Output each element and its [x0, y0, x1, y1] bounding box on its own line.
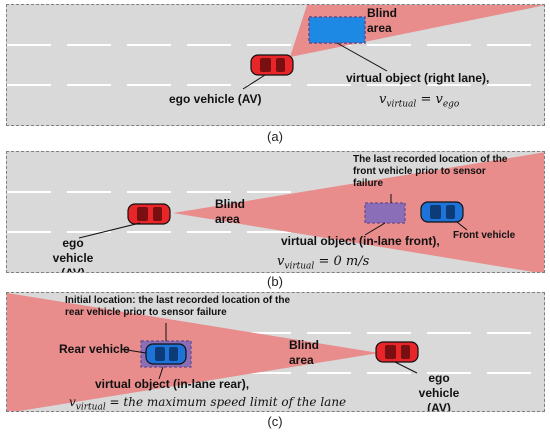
ego-vehicle-label: ego vehicle (AV)	[418, 371, 460, 412]
blind-area-cone	[173, 152, 544, 272]
equation-lhs-sub: virtual	[386, 99, 417, 110]
virtual-pointer-line	[364, 222, 386, 236]
sensor-failure-note: Initial location: the last recorded loca…	[65, 295, 291, 318]
rear-vehicle-label: Rear vehicle	[59, 342, 130, 356]
equation: vvirtual = 0 m/s	[277, 254, 369, 272]
virtual-object-right-lane	[308, 16, 366, 44]
caption-c: (c)	[267, 414, 283, 429]
sensor-failure-note: The last recorded location of the front …	[353, 154, 508, 189]
ego-pointer-line	[242, 74, 266, 90]
equation: vvirtual = the maximum speed limit of th…	[69, 395, 347, 412]
equation-lhs-sub: virtual	[75, 402, 106, 412]
ego-pointer-line	[394, 361, 418, 374]
ego-vehicle-car	[127, 203, 171, 225]
virtual-object-in-lane-front	[364, 202, 406, 224]
ego-vehicle-car	[375, 341, 419, 363]
equation-lhs: v	[277, 254, 285, 269]
equation-rhs: = v	[420, 92, 443, 107]
front-vehicle-label: Front vehicle	[453, 230, 516, 241]
equation-lhs: v	[379, 92, 387, 107]
virtual-pointer-line	[336, 42, 388, 72]
blind-area-label: Blind area	[215, 197, 245, 226]
panel-a-scene	[7, 5, 544, 90]
ego-vehicle-label: ego vehicle (AV)	[169, 92, 262, 106]
blind-area-label: Blind area	[289, 338, 319, 367]
front-vehicle-car	[420, 201, 464, 223]
panel-b: Blind area The last recorded location of…	[6, 151, 545, 273]
virtual-object-label: virtual object (in-lane front),	[281, 234, 440, 248]
equation: vvirtual = vego	[379, 92, 459, 110]
equation-rhs: = 0 m/s	[318, 254, 370, 269]
equation-rhs: = the maximum speed limit of the lane	[109, 395, 347, 409]
blind-area-label: Blind area	[367, 6, 397, 35]
equation-rhs-sub: ego	[442, 99, 460, 110]
ego-vehicle-label: ego vehicle (AV)	[52, 236, 94, 273]
virtual-object-label: virtual object (in-lane rear),	[95, 377, 250, 391]
virtual-pointer-line	[158, 366, 164, 380]
equation-lhs-sub: virtual	[284, 261, 315, 272]
rear-vehicle-car	[145, 343, 187, 365]
front-pointer-line	[456, 221, 468, 231]
caption-a: (a)	[267, 129, 283, 144]
panel-c: Initial location: the last recorded loca…	[6, 292, 545, 412]
virtual-object-label: virtual object (right lane),	[346, 71, 490, 85]
lane-markings	[7, 44, 544, 86]
panel-c-scene	[7, 293, 544, 411]
caption-b: (b)	[267, 274, 283, 289]
equation-lhs: v	[69, 395, 76, 409]
ego-pointer-line	[78, 222, 141, 239]
ego-vehicle-car	[250, 54, 294, 76]
blind-area-cone	[7, 293, 379, 411]
rear-pointer-line	[120, 348, 147, 354]
panel-b-scene	[7, 152, 544, 272]
panel-a: Blind area ego vehicle (AV) virtual obje…	[6, 4, 545, 126]
